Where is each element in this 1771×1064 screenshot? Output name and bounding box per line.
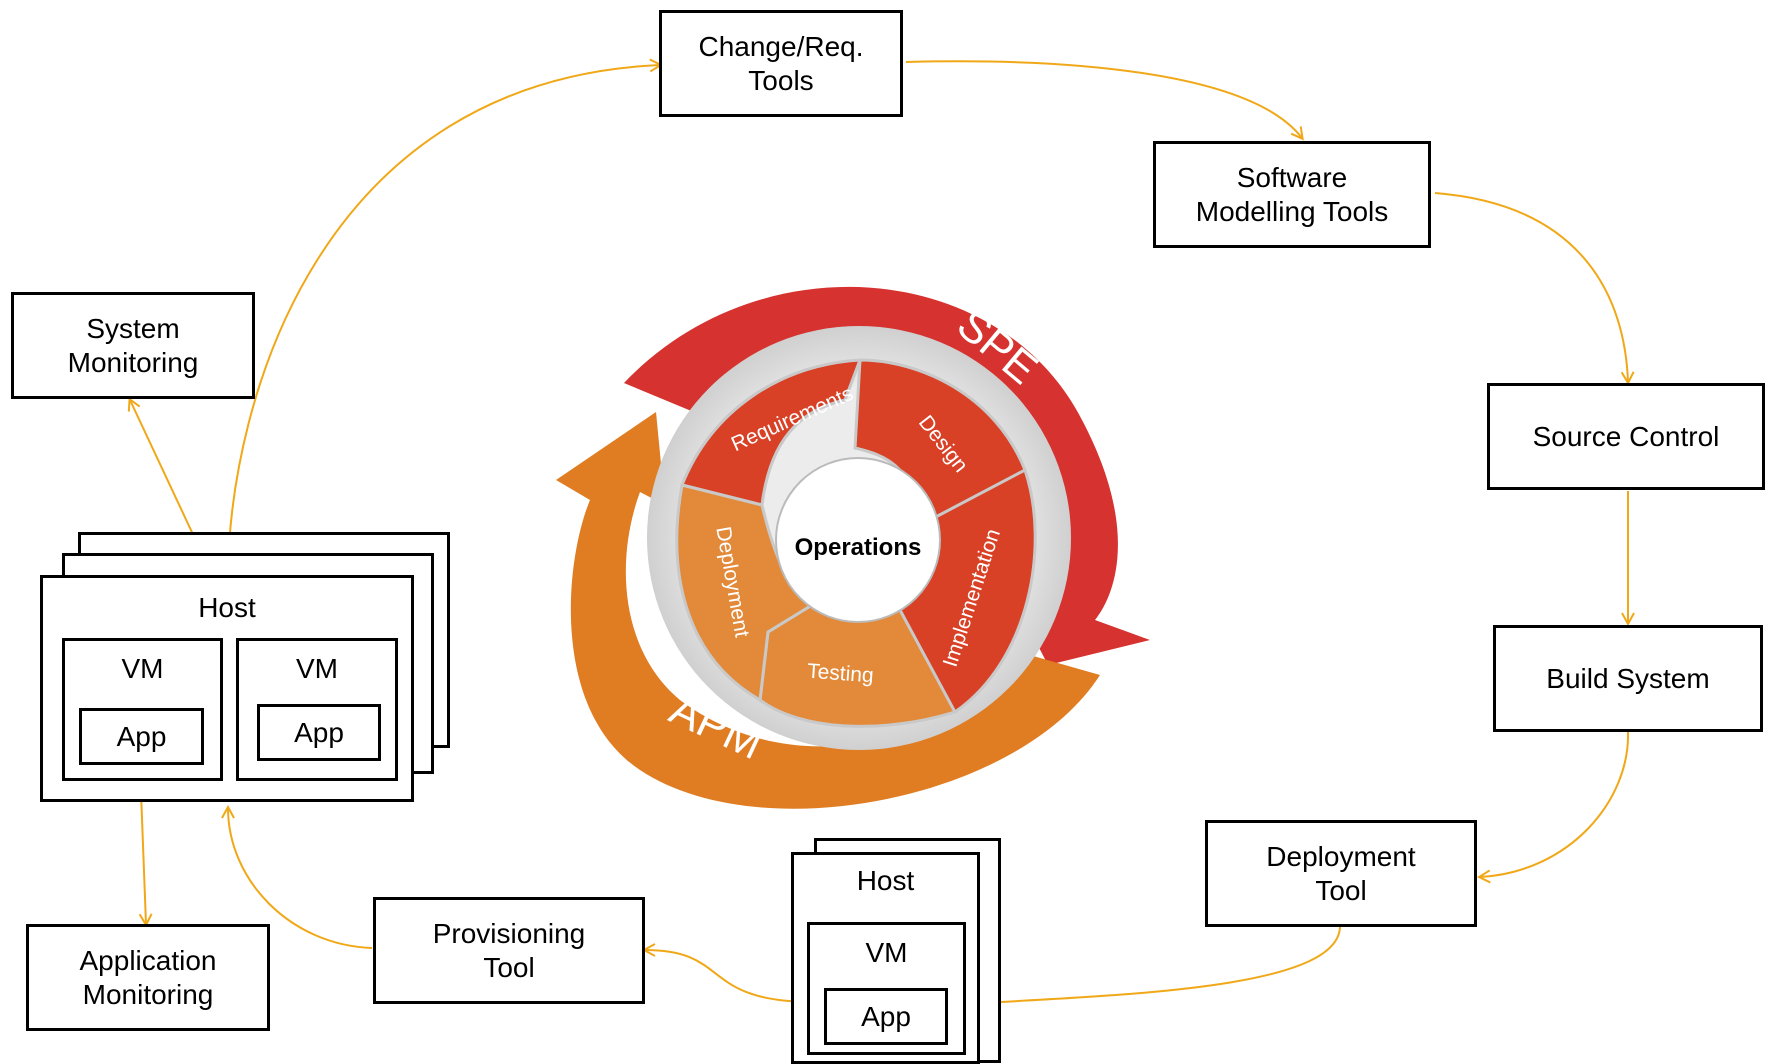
provisioning-tool-box: Provisioning Tool [373,897,645,1004]
system-monitoring-box: System Monitoring [11,292,255,399]
software-modelling-tools-box: Software Modelling Tools [1153,141,1431,248]
arrow-modelling-to-source [1434,192,1628,382]
system-monitoring-label: System Monitoring [67,312,199,378]
bottom-app-box: App [824,988,948,1045]
build-system-label: Build System [1546,662,1710,694]
left-vm2-box: VM App [236,638,398,781]
arrow-provisioning-to-host [228,808,373,949]
arrow-build-to-deploy [1480,731,1630,877]
center-hole [775,457,941,623]
left-vm2-label: VM [296,653,338,684]
software-modelling-tools-label: Software Modelling Tools [1195,161,1389,227]
left-host-label: Host [198,592,256,623]
bottom-vm-label: VM [865,937,908,968]
bottom-host-label: Host [856,865,915,896]
inner-ring [647,326,1071,750]
source-control-box: Source Control [1487,383,1765,490]
bottom-host-box: Host VM App [791,852,980,1064]
center-label: Operations [795,534,922,561]
left-app1-box: App [79,708,204,765]
left-app2-box: App [257,704,381,761]
left-app2-label: App [294,717,344,748]
arrow-host-to-change [227,65,660,576]
left-vm1-label: VM [121,653,164,684]
left-app1-label: App [116,721,167,752]
provisioning-tool-label: Provisioning Tool [432,917,586,983]
change-req-tools-label: Change/Req. Tools [698,30,864,96]
arrow-deploy-to-app [945,925,1341,1005]
segment-label-testing: Testing [806,660,874,688]
arrow-change-to-modelling [905,60,1302,138]
source-control-label: Source Control [1532,420,1720,452]
bottom-app-label: App [861,1001,911,1032]
connector-arrows [130,61,1628,1005]
change-req-tools-box: Change/Req. Tools [659,10,903,117]
application-monitoring-label: Application Monitoring [79,944,217,1010]
left-host-box: Host VM App VM App [40,575,414,802]
left-vm1-box: VM App [62,638,223,781]
arrow-app-to-provisioning [645,950,809,1003]
deployment-tool-label: Deployment Tool [1266,840,1416,906]
deployment-tool-box: Deployment Tool [1205,820,1477,927]
build-system-box: Build System [1493,625,1763,732]
application-monitoring-box: Application Monitoring [26,924,270,1031]
bottom-vm-box: VM App [807,922,966,1055]
